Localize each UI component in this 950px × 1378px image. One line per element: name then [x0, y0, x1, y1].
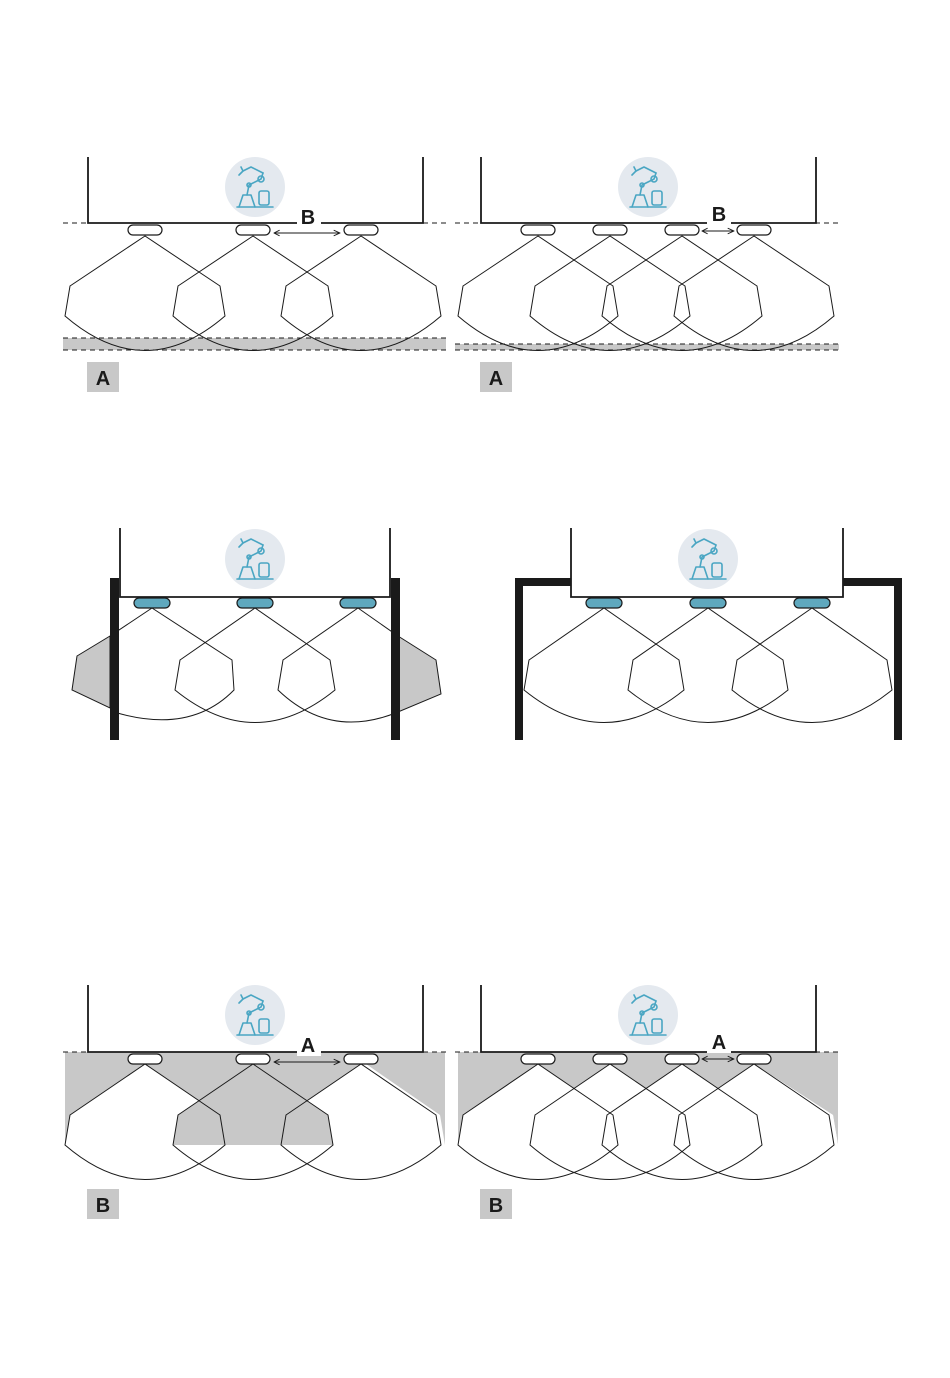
sensor: [521, 1054, 555, 1064]
zone-label: B: [96, 1195, 110, 1217]
coverage-fields: [524, 608, 892, 723]
sensor: [737, 225, 771, 235]
sensor: [593, 225, 627, 235]
robot-arm-icon: [618, 985, 678, 1045]
distance-label: B: [301, 207, 315, 229]
robot-arm-icon: [618, 157, 678, 217]
sensor: [340, 598, 376, 608]
coverage-fields: [110, 608, 398, 723]
sensor: [237, 598, 273, 608]
robot-arm-icon: [225, 157, 285, 217]
sensor: [665, 1054, 699, 1064]
sensor: [737, 1054, 771, 1064]
distance-label: B: [712, 204, 726, 226]
shaded-zone: [63, 338, 446, 350]
sensor: [128, 1054, 162, 1064]
panel-row1-right: B A: [455, 157, 839, 392]
sensors: [521, 225, 771, 235]
robot-arm-icon: [225, 985, 285, 1045]
panel-row3-right: A B: [455, 985, 839, 1219]
sensor: [344, 225, 378, 235]
sensor: [665, 225, 699, 235]
side-guard-right: [391, 578, 400, 740]
panel-row2-right: [519, 528, 898, 740]
sensor: [128, 225, 162, 235]
side-guard-left: [110, 578, 119, 740]
sensor: [236, 225, 270, 235]
sensor: [794, 598, 830, 608]
coverage-fields: [458, 236, 834, 351]
panel-row1-left: B A: [63, 157, 446, 392]
sensor: [521, 225, 555, 235]
robot-arm-icon: [678, 529, 738, 589]
zone-label: B: [489, 1195, 503, 1217]
sensor: [344, 1054, 378, 1064]
sensors: [128, 225, 378, 235]
zone-label: A: [96, 368, 110, 390]
distance-label: A: [301, 1035, 315, 1057]
sensor: [236, 1054, 270, 1064]
sensor: [134, 598, 170, 608]
zone-label: A: [489, 368, 503, 390]
sensor: [593, 1054, 627, 1064]
panel-row3-left: A B: [63, 985, 446, 1219]
distance-label: A: [712, 1032, 726, 1054]
robot-arm-icon: [225, 529, 285, 589]
coverage-fields: [65, 236, 441, 351]
blind-zone-left: [72, 636, 110, 708]
sensors: [586, 598, 830, 608]
panel-row2-left: [72, 528, 441, 740]
sensor: [586, 598, 622, 608]
sensor: [690, 598, 726, 608]
blind-zone-right: [398, 636, 441, 712]
sensors: [134, 598, 376, 608]
